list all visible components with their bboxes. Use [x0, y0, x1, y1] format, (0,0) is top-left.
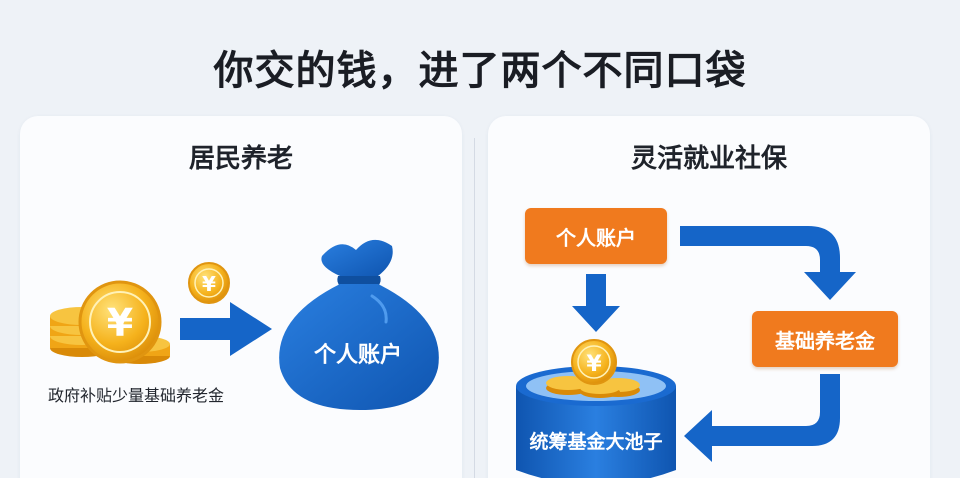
pool-coin-symbol: ¥ [586, 352, 602, 377]
left-panel-title: 居民养老 [188, 144, 293, 174]
arrow-curve-back-icon [684, 374, 840, 462]
arrow-icon [180, 302, 272, 356]
right-panel-title: 灵活就业社保 [630, 144, 787, 174]
left-caption: 政府补贴少量基础养老金 [48, 386, 225, 405]
basic-pension-box: 基础养老金 [752, 311, 898, 367]
coin-symbol-small: ¥ [202, 272, 216, 296]
money-bag-icon [279, 239, 439, 410]
pool-icon [516, 339, 676, 478]
panel-divider [474, 138, 475, 478]
personal-account-box: 个人账户 [525, 208, 667, 264]
coin-stack-icon [50, 280, 170, 364]
arrow-down-icon [572, 274, 620, 332]
bag-label: 个人账户 [314, 342, 402, 368]
arrow-curve-right-icon [680, 226, 856, 300]
coin-icon [188, 262, 230, 304]
coin-symbol-large: ¥ [107, 301, 133, 345]
pool-label: 统筹基金大池子 [529, 430, 662, 453]
page-title: 你交的钱，进了两个不同口袋 [213, 48, 747, 94]
